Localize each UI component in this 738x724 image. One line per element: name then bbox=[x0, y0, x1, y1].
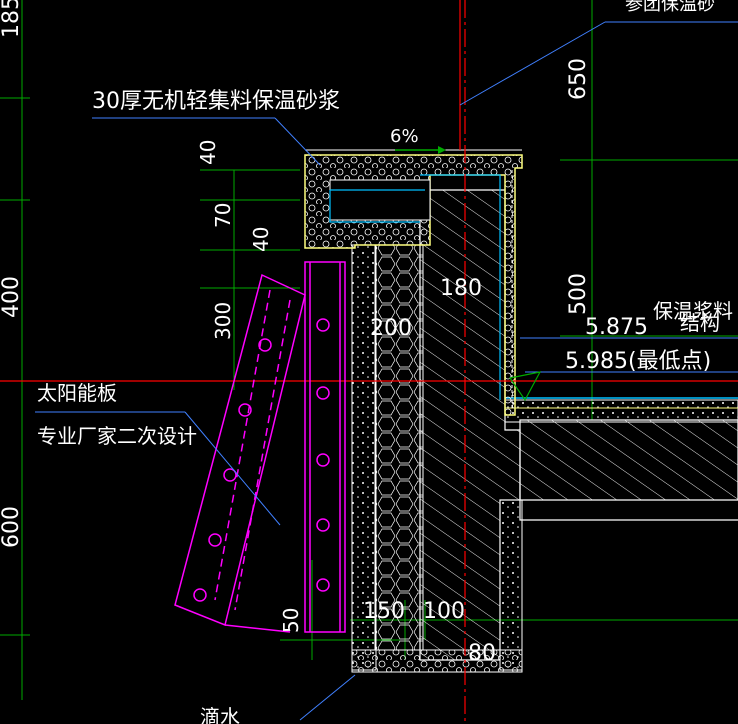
elev-structure-label: 5.875 bbox=[585, 315, 648, 340]
slope-label: 6% bbox=[390, 126, 419, 147]
insulation-mortar-label: 保温浆料 bbox=[653, 299, 733, 323]
dim-100: 100 bbox=[423, 599, 465, 624]
dim-70: 70 bbox=[211, 203, 235, 228]
vendor-design-label: 专业厂家二次设计 bbox=[37, 424, 197, 448]
structure-label: 结构 bbox=[680, 311, 720, 335]
dim-80: 80 bbox=[468, 641, 496, 666]
drip-label: 滴水 bbox=[200, 705, 240, 724]
mortar-note-label: 30厚无机轻集料保温砂浆 bbox=[92, 89, 340, 114]
dim-400: 400 bbox=[0, 276, 24, 318]
dim-50: 50 bbox=[279, 608, 303, 633]
dim-650: 650 bbox=[566, 58, 591, 100]
dim-600: 600 bbox=[0, 506, 24, 548]
top-note-label: 参团保温砂 bbox=[625, 0, 715, 15]
solar-panel-label: 太阳能板 bbox=[37, 381, 117, 405]
dim-180: 180 bbox=[440, 276, 482, 301]
dim-500: 500 bbox=[566, 273, 591, 315]
dim-40b: 40 bbox=[249, 227, 273, 252]
dim-300: 300 bbox=[211, 302, 235, 340]
slope-arrow bbox=[395, 146, 542, 402]
dim-185: 185 bbox=[0, 0, 24, 38]
roof-structure bbox=[304, 149, 738, 673]
elev-lowest-label: 5.985(最低点) bbox=[565, 349, 711, 374]
dim-200: 200 bbox=[370, 316, 412, 341]
dimension-lines bbox=[0, 0, 738, 700]
solar-panel bbox=[174, 261, 346, 633]
leader-lines bbox=[35, 21, 738, 721]
dim-150: 150 bbox=[363, 599, 405, 624]
dim-40a: 40 bbox=[196, 140, 220, 165]
